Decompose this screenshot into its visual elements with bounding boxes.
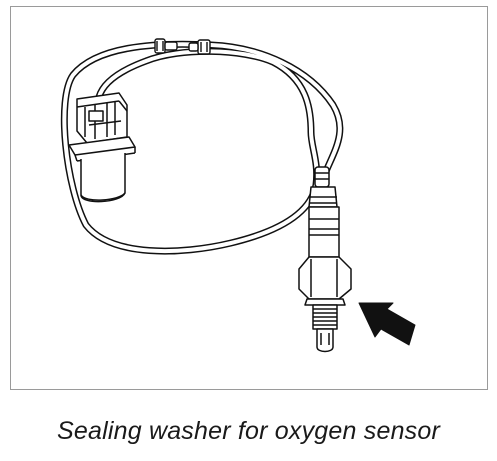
- cable-clip-right: [188, 39, 211, 55]
- sensor-cable: [60, 40, 344, 255]
- cable-clip-left: [154, 38, 178, 54]
- figure-caption: Sealing washer for oxygen sensor: [57, 417, 440, 445]
- sealing-washer: [304, 298, 346, 306]
- sensor-body: [298, 166, 352, 353]
- electrical-connector: [68, 92, 136, 203]
- oxygen-sensor-illustration: [60, 38, 416, 353]
- callout-arrow-icon: [358, 302, 416, 346]
- figure-frame: [10, 6, 488, 390]
